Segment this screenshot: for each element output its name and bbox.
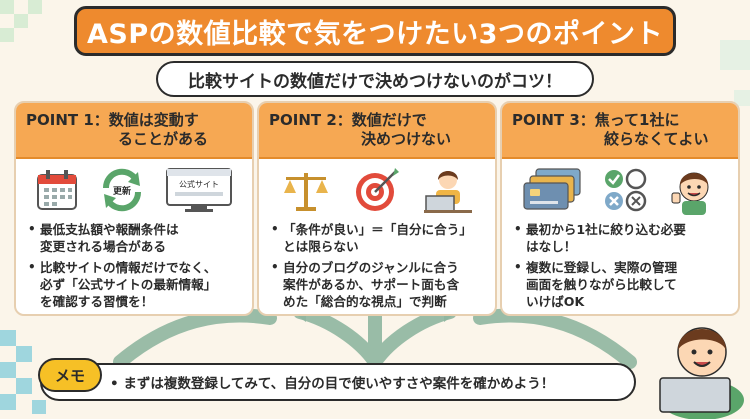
bullet-line: 複数に登録し、実際の管理 xyxy=(526,260,678,275)
memo-tag: メモ xyxy=(38,358,102,392)
bullet-line: 比較サイトの情報だけでなく、 xyxy=(40,260,217,275)
point-heading: POINT 3：焦って1社に 絞らなくてよい xyxy=(512,111,709,149)
point-bullets: • 最低支払額や報酬条件は変更される場合がある • 比較サイトの情報だけでなく、… xyxy=(16,221,252,310)
bullet-dot-icon: • xyxy=(271,260,279,274)
bullet-line: いけばOK xyxy=(526,294,585,309)
bullet-item: • 自分のブログのジャンルに合う案件があるか、サポート面も含めた「総合的な視点」… xyxy=(271,259,485,310)
point-heading-line: 絞らなくてよい xyxy=(604,130,709,148)
memo-box: • まずは複数登録してみて、自分の目で使いやすさや案件を確かめよう！ xyxy=(40,363,636,401)
point-heading-line: POINT 2：数値だけで xyxy=(269,111,427,129)
point-bullets: • 最初から1社に絞り込む必要はなし！ • 複数に登録し、実際の管理画面を触りな… xyxy=(502,221,738,310)
choice-grid-icon xyxy=(605,168,647,212)
official-site-label: 公式サイト xyxy=(179,179,219,189)
bullet-item: • 最低支払額や報酬条件は変更される場合がある xyxy=(28,221,242,255)
point-card-header: POINT 2：数値だけで 決めつけない xyxy=(259,103,495,159)
bullet-line: 案件があるか、サポート面も含 xyxy=(283,277,460,292)
bullet-dot-icon: • xyxy=(271,222,279,236)
point-heading: POINT 2：数値だけで 決めつけない xyxy=(269,111,451,149)
bullet-line: 変更される場合がある xyxy=(40,239,166,254)
title-banner: ASPの数値比較で気をつけたい3つのポイント xyxy=(74,6,676,56)
point-icons xyxy=(259,159,495,221)
bullet-line: 自分のブログのジャンルに合う xyxy=(283,260,459,275)
thumbs-up-person-icon xyxy=(671,172,709,215)
point-card-header: POINT 3：焦って1社に 絞らなくてよい xyxy=(502,103,738,159)
memo-text: • まずは複数登録してみて、自分の目で使いやすさや案件を確かめよう！ xyxy=(110,376,555,392)
calendar-icon xyxy=(37,170,78,210)
bullet-dot-icon: • xyxy=(28,260,36,274)
multiple-cards-icon xyxy=(523,168,581,210)
point-heading-line: POINT 1：数値は変動す xyxy=(26,111,199,129)
bullet-line: 必ず「公式サイトの最新情報」 xyxy=(40,277,217,292)
point-heading: POINT 1：数値は変動す ることがある xyxy=(26,111,208,149)
bullet-line: 最低支払額や報酬条件は xyxy=(40,222,179,237)
bullet-item: • 複数に登録し、実際の管理画面を触りながら比較していけばOK xyxy=(514,259,728,310)
scale-balance-icon xyxy=(283,173,328,211)
bullet-line: を確認する習慣を！ xyxy=(40,294,154,309)
bullet-item: • 最初から1社に絞り込む必要はなし！ xyxy=(514,221,728,255)
point-icons xyxy=(502,159,738,221)
point-card-header: POINT 1：数値は変動す ることがある xyxy=(16,103,252,159)
bullet-line: 「条件が良い」＝「自分に合う」 xyxy=(283,222,472,237)
point-heading-line: 決めつけない xyxy=(361,130,452,148)
refresh-update-icon: 更新 xyxy=(102,168,141,212)
point-heading-line: ることがある xyxy=(118,130,209,148)
person-with-laptop-illustration xyxy=(659,327,744,419)
page-title: ASPの数値比較で気をつけたい3つのポイント xyxy=(87,18,663,50)
update-badge: 更新 xyxy=(113,185,131,197)
point-card-3: POINT 3：焦って1社に 絞らなくてよい xyxy=(500,101,740,316)
point-bullets: • 「条件が良い」＝「自分に合う」とは限らない • 自分のブログのジャンルに合う… xyxy=(259,221,495,310)
bullet-line: とは限らない xyxy=(283,239,359,254)
bullet-line: 画面を触りながら比較して xyxy=(526,277,677,292)
bullet-dot-icon: • xyxy=(514,222,522,236)
bullet-item: • 「条件が良い」＝「自分に合う」とは限らない xyxy=(271,221,485,255)
bullet-item: • 比較サイトの情報だけでなく、必ず「公式サイトの最新情報」を確認する習慣を！ xyxy=(28,259,242,310)
bullet-line: 最初から1社に絞り込む必要 xyxy=(526,222,686,237)
subtitle-bubble: 比較サイトの数値だけで決めつけないのがコツ！ xyxy=(156,61,594,97)
subtitle: 比較サイトの数値だけで決めつけないのがコツ！ xyxy=(188,71,562,92)
official-site-screen-icon: 公式サイト xyxy=(165,168,232,212)
target-bullseye-icon xyxy=(355,168,399,211)
point-card-2: POINT 2：数値だけで 決めつけない xyxy=(257,101,497,316)
bullet-dot-icon: • xyxy=(514,260,522,274)
bullet-line: めた「総合的な視点」で判断 xyxy=(283,294,447,309)
bullet-dot-icon: • xyxy=(28,222,36,236)
point-icons: 更新 公式サイト xyxy=(16,159,252,221)
point-heading-line: POINT 3：焦って1社に xyxy=(512,111,680,129)
person-at-desk-icon xyxy=(424,171,473,213)
bullet-line: はなし！ xyxy=(526,239,577,254)
point-card-1: POINT 1：数値は変動す ることがある 更新 xyxy=(14,101,254,316)
